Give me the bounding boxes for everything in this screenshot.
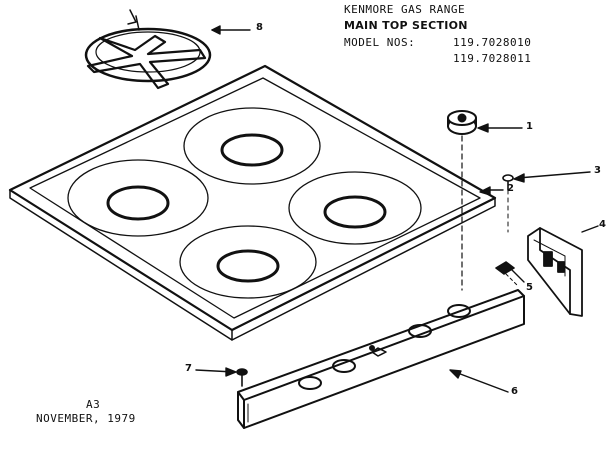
callout-3: 3 xyxy=(594,165,601,176)
callout-2: 2 xyxy=(507,183,514,194)
callout-1: 1 xyxy=(526,121,533,132)
callout-7: 7 xyxy=(185,363,192,374)
model-label: MODEL NOS: xyxy=(344,36,416,49)
diagram-date: NOVEMBER, 1979 xyxy=(36,412,136,425)
callout-5: 5 xyxy=(526,282,533,293)
knob-drawing xyxy=(447,110,477,291)
control-panel-drawing xyxy=(237,289,525,429)
section-title: MAIN TOP SECTION xyxy=(344,19,468,32)
callout-6: 6 xyxy=(511,386,518,397)
callout-4: 4 xyxy=(599,219,606,230)
screw-3-drawing xyxy=(502,174,514,233)
page-code: A3 xyxy=(86,398,101,411)
callout-8: 8 xyxy=(256,22,263,33)
screw-7-drawing xyxy=(236,368,248,387)
main-top-drawing xyxy=(8,64,497,341)
model-number: 119.7028011 xyxy=(453,52,532,65)
clip-drawing xyxy=(495,261,519,287)
model-number: 119.7028010 xyxy=(453,36,532,49)
leader-lines xyxy=(195,25,599,393)
brand-line: KENMORE GAS RANGE xyxy=(344,3,466,16)
bracket-drawing xyxy=(527,227,583,317)
grate-drawing xyxy=(84,9,212,90)
